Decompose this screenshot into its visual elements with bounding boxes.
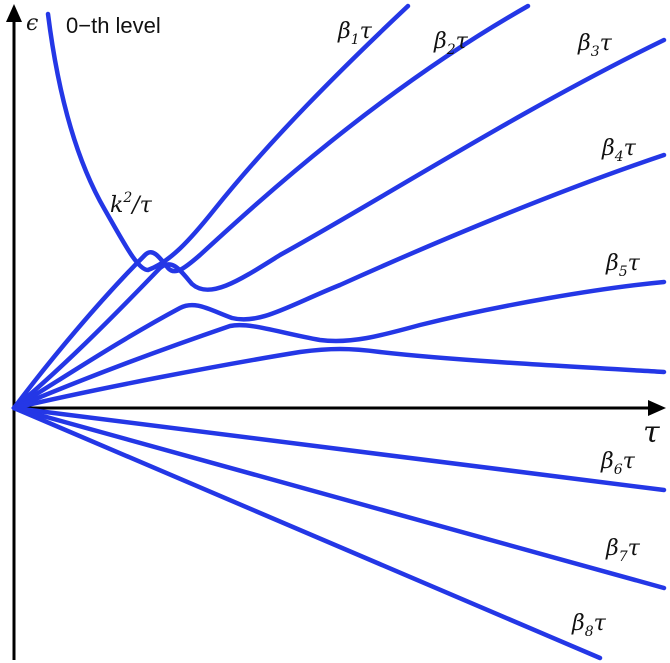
x-axis-arrow — [648, 400, 666, 416]
curve-level-7 — [11, 405, 667, 591]
curve-level-5b — [11, 346, 667, 411]
beta4-label: β4τ — [601, 136, 637, 165]
y-axis-label: ϵ — [26, 11, 38, 36]
y-axis-arrow — [6, 4, 22, 22]
beta6-label: β6τ — [600, 449, 636, 478]
curve-level-3 — [11, 37, 667, 411]
curve-level-2 — [11, 3, 531, 411]
beta2-label: β2τ — [433, 29, 469, 58]
level-curves — [11, 3, 667, 661]
curve-level-4 — [11, 152, 667, 411]
beta7-label: β7τ — [605, 536, 641, 565]
beta1-label: β1τ — [337, 19, 373, 48]
zeroth-level-label: 0−th level — [66, 13, 161, 38]
curve-level-8 — [11, 405, 603, 661]
curve-level-6 — [11, 405, 667, 493]
beta3-label: β3τ — [577, 31, 613, 60]
x-axis-label: τ — [643, 415, 660, 450]
curve-level-5 — [11, 279, 667, 411]
axes — [6, 4, 666, 660]
beta8-label: β8τ — [571, 611, 607, 640]
beta5-label: β5τ — [605, 251, 641, 280]
labels: ϵ τ 0−th level k2/τ β1τ β2τ β3τ β4τ β5τ … — [26, 11, 660, 640]
curve-zeroth-level — [45, 3, 411, 273]
k-squared-over-tau-label: k2/τ — [110, 190, 153, 218]
